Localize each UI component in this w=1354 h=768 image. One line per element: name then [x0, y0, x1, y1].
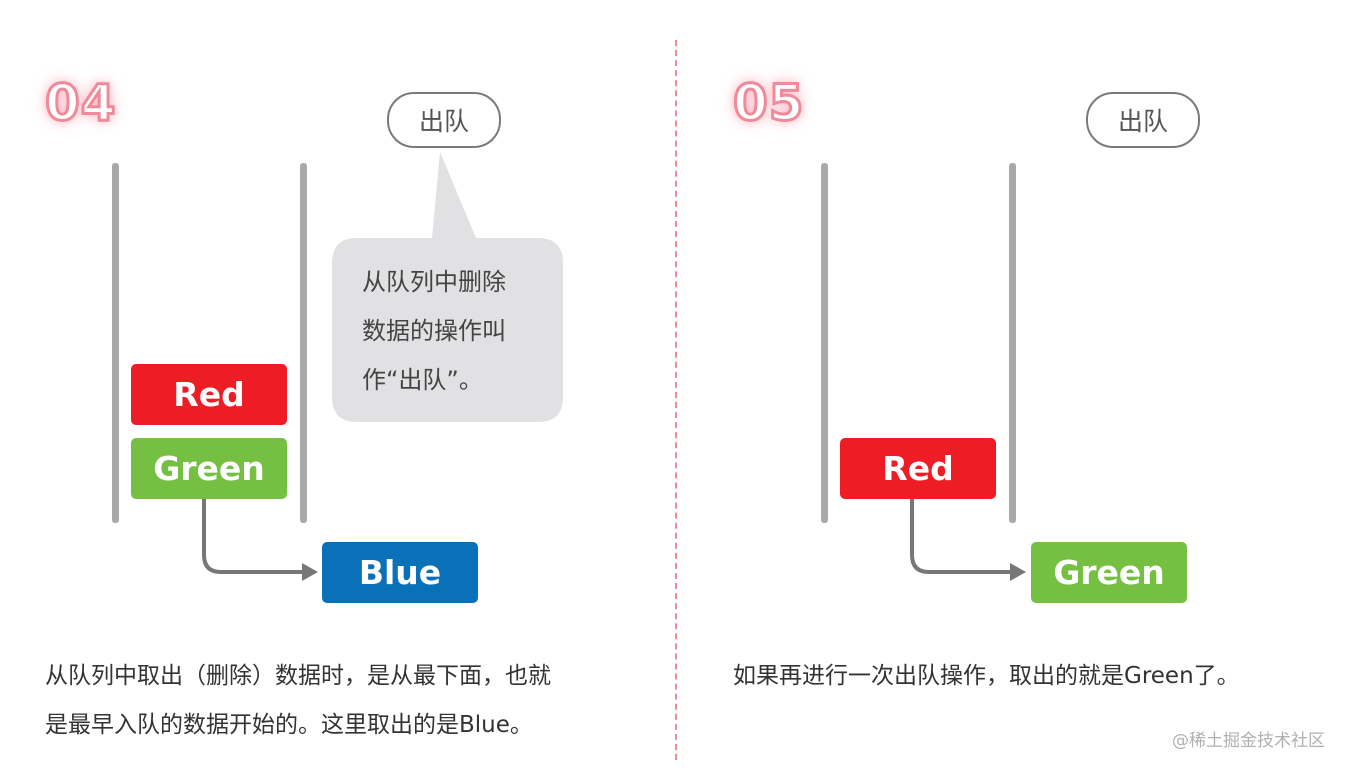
- queue-wall-left: [112, 163, 119, 523]
- dequeued-item-green: Green: [1031, 542, 1187, 603]
- callout-line: 作“出队”。: [362, 366, 483, 394]
- step-number: 05: [732, 73, 806, 134]
- panel-divider: [675, 40, 677, 760]
- watermark: @稀土掘金技术社区: [1172, 731, 1325, 751]
- queue-wall-right: [300, 163, 307, 523]
- caption-line: 如果再进行一次出队操作，取出的就是Green了。: [733, 663, 1240, 689]
- queue-item-red: Red: [131, 364, 287, 425]
- arrow-head-icon: [1010, 563, 1026, 581]
- dequeue-label: 出队: [387, 92, 501, 148]
- arrow-head-icon: [302, 563, 318, 581]
- dequeue-arrow-right: [910, 498, 1012, 574]
- caption-left: 从队列中取出（删除）数据时，是从最下面，也就 是最早入队的数据开始的。这里取出的…: [45, 652, 551, 750]
- dequeue-label: 出队: [1086, 92, 1200, 148]
- queue-wall-right: [1009, 163, 1016, 523]
- queue-item-green: Green: [131, 438, 287, 499]
- dequeue-arrow-left: [202, 498, 304, 574]
- callout-bubble: [332, 152, 563, 422]
- queue-item-red: Red: [840, 438, 996, 499]
- step-number: 04: [44, 73, 118, 134]
- callout-text: 从队列中删除 数据的操作叫 作“出队”。: [362, 258, 552, 405]
- caption-line: 是最早入队的数据开始的。这里取出的是Blue。: [45, 712, 533, 738]
- queue-wall-left: [821, 163, 828, 523]
- callout-line: 数据的操作叫: [362, 317, 506, 345]
- dequeued-item-blue: Blue: [322, 542, 478, 603]
- caption-right: 如果再进行一次出队操作，取出的就是Green了。: [733, 652, 1240, 701]
- callout-line: 从队列中删除: [362, 268, 506, 296]
- caption-line: 从队列中取出（删除）数据时，是从最下面，也就: [45, 663, 551, 689]
